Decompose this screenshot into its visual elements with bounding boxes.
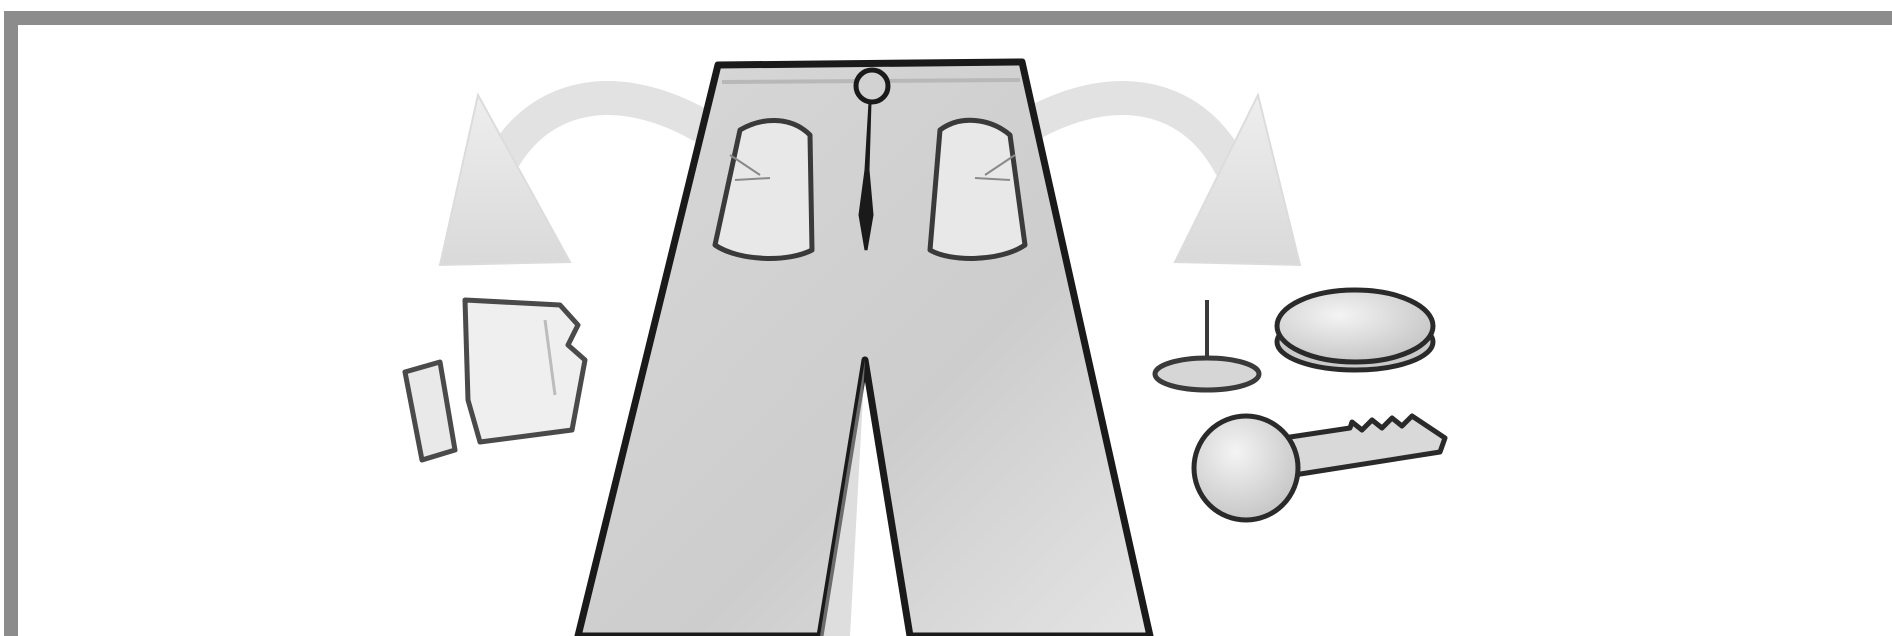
right-pocket-icon: [930, 120, 1025, 258]
pin-icon: [1155, 300, 1259, 390]
paper-icon: [465, 300, 585, 442]
arrow-left-icon: [440, 95, 700, 265]
key-icon: [1194, 416, 1445, 520]
coin-icon: [1277, 290, 1433, 370]
arrow-right-icon: [1030, 95, 1300, 265]
small-paper-icon: [405, 362, 455, 460]
trousers-icon: [578, 62, 1150, 636]
